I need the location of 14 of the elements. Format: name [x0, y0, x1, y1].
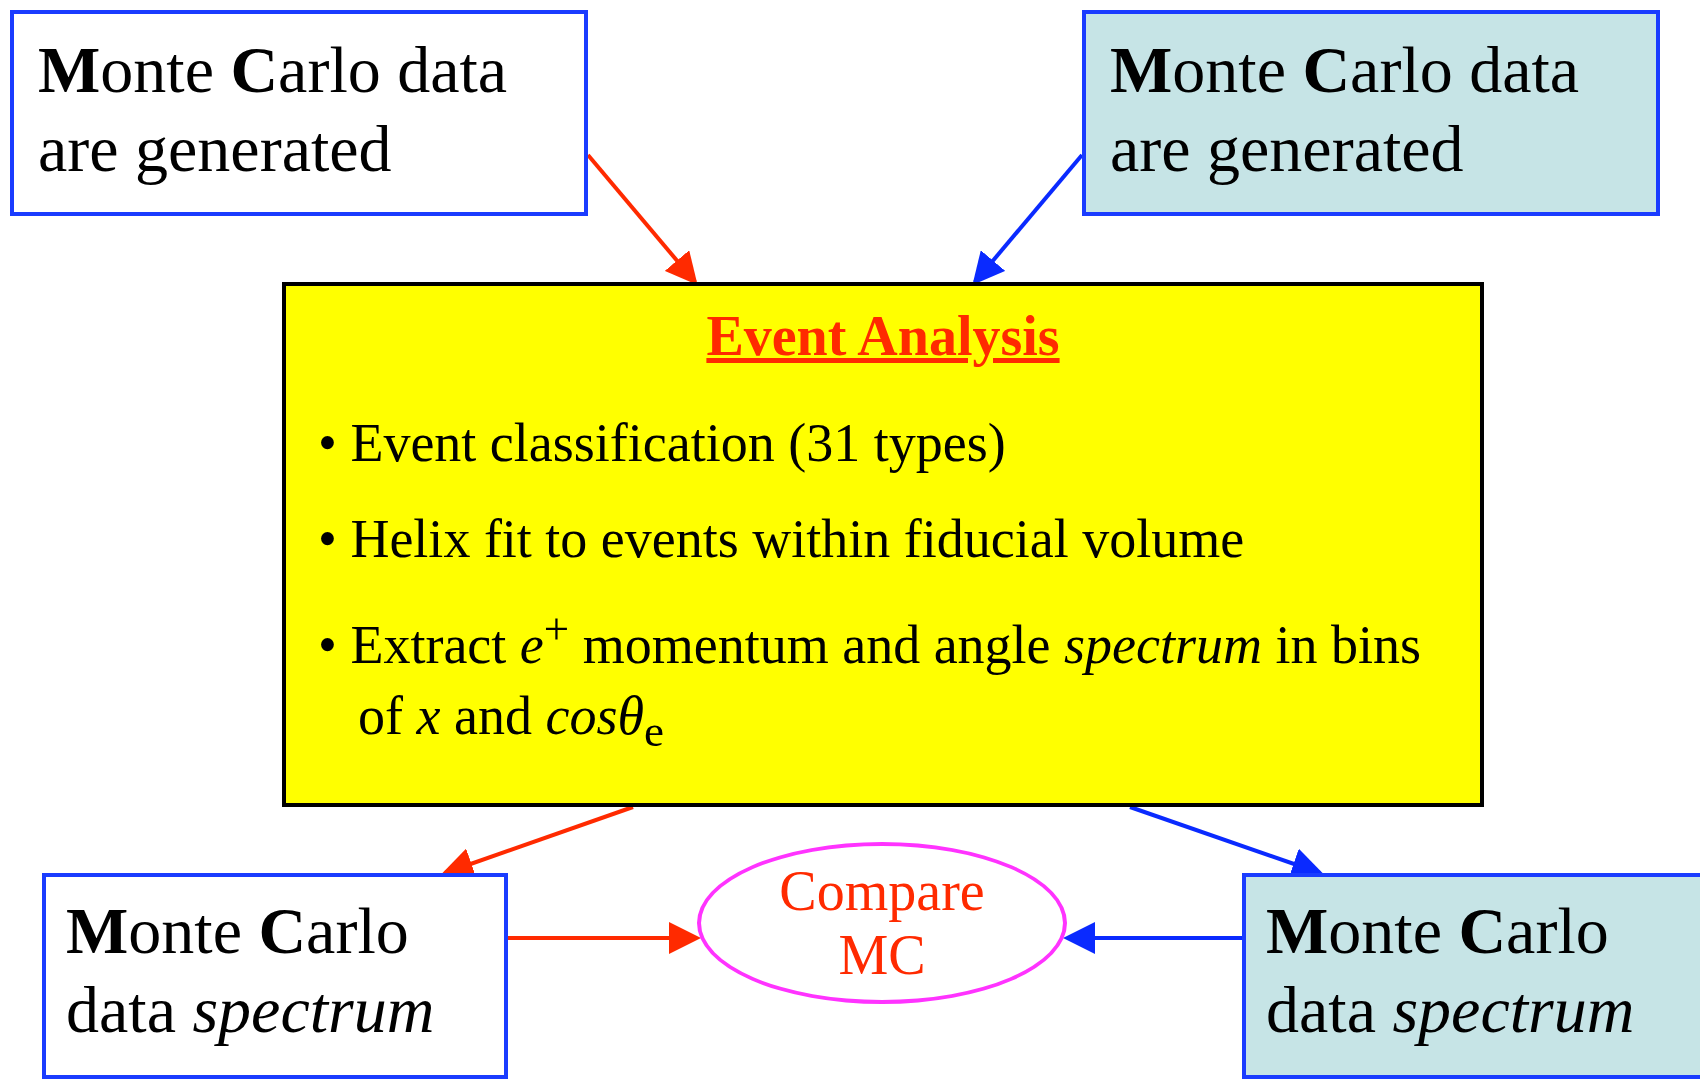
data-box [1242, 873, 1700, 1079]
bullet-text: • Helix fit to events within fiducial volume [318, 509, 1245, 570]
box-heading: Event Analysis [706, 305, 1060, 367]
box-label: Monte Carlo data spectrum [1266, 894, 1635, 1047]
data-box [10, 10, 588, 216]
ellipse-label: Compare MC [778, 858, 986, 988]
bullet-text: • Extract e$^{+}$ momentum and angle spectrum in bins of x and cosθ$_{e}$ [318, 615, 1422, 746]
box-label: Monte Carlo data are generated [1110, 33, 1580, 186]
box-label: Monte Carlo data spectrum [66, 894, 435, 1047]
process-box [282, 282, 1484, 807]
data-box [1082, 10, 1660, 216]
data-box [42, 873, 508, 1079]
bullet-text: • Event classification (31 types) [318, 413, 1006, 473]
box-label: Monte Carlo data are generated [38, 33, 508, 186]
